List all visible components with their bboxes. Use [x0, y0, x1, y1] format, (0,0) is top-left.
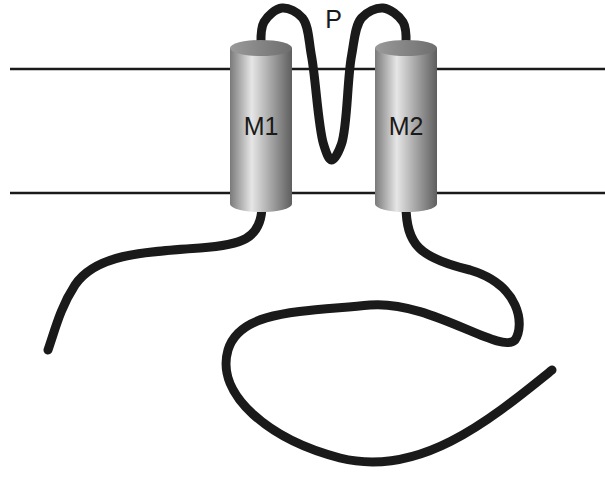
c-terminal-tail: [226, 205, 552, 462]
membrane-line: [10, 68, 605, 71]
n-terminal-tail: [48, 205, 262, 350]
helix-cylinder: M1: [230, 40, 292, 212]
loop-label: P: [323, 7, 344, 32]
helix-label: M2: [389, 114, 424, 139]
helix-label: M1: [244, 114, 279, 139]
cylinder-top: [230, 40, 292, 56]
cylinder-top: [375, 40, 437, 56]
cylinder-body: [375, 48, 437, 212]
helix-cylinder: M2: [375, 40, 437, 212]
membrane-line: [10, 192, 605, 195]
cylinder-body: [230, 48, 292, 212]
